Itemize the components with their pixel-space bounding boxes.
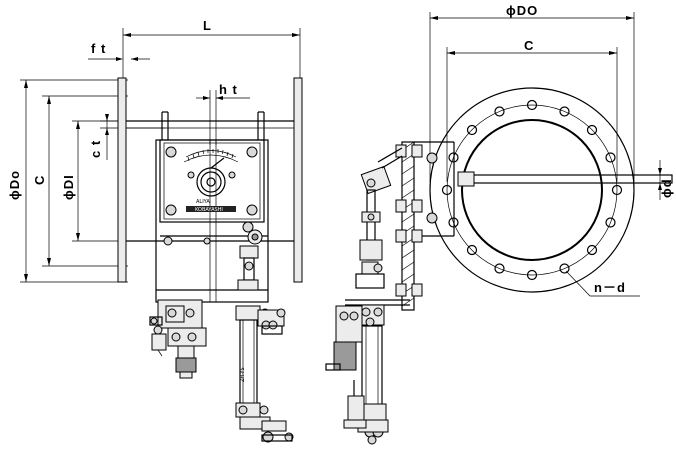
dimension-L: L [122,18,301,78]
bolt [246,146,258,158]
dim-ft-label: f t [91,41,106,56]
side-view: ϕDO C [325,3,674,445]
indicator-plate: ALIYA KOBAYASHI [159,139,265,223]
dim-ht-label: h t [219,82,238,97]
dimension-ft: f t [88,41,150,61]
solenoid-valve-front [149,299,207,379]
dim-phiDo-label: ϕDo [7,170,22,200]
dim-L-label: L [203,18,212,33]
mounting-plate [395,141,455,311]
flange-bolt-holes [441,99,623,281]
right-flange [293,77,303,283]
solenoid-valve-side [325,305,367,429]
bore [461,119,603,261]
bolt-circle [446,104,618,276]
left-flange [117,77,127,283]
cylinder-front: ZH-YS [235,245,294,443]
dimension-phiDO: ϕDO [429,3,635,182]
dim-phiDO-label: ϕDO [506,3,538,18]
bolt [163,236,173,246]
dim-nd-label: n－d [594,280,626,295]
dimension-C-side: C [446,38,618,182]
bolt [246,204,258,216]
dim-phiDI-label: ϕDI [61,174,76,200]
leader-nd: n－d [565,270,640,297]
bolt [228,171,236,179]
bolt [242,221,254,233]
dim-C-side-label: C [524,38,534,53]
bolt [203,237,211,245]
dim-phid-label: ϕd [659,178,674,198]
bolt [165,146,177,158]
bolt [165,204,177,216]
gauge-scale-ticks [187,149,234,162]
cylinder-barrel [239,319,258,409]
nameplate-line2: KOBAYASHI [195,207,223,213]
flange-outer [429,87,635,293]
shaft [457,171,673,187]
bolt [187,171,195,179]
cylinder-label: ZH-YS [240,367,246,382]
dimension-phiDo: ϕDo [7,79,128,283]
dimension-ht: h t [196,82,250,145]
cylinder-barrel-side [361,325,383,409]
nameplate-badge [186,206,236,212]
side-linkage [360,147,403,195]
dim-ct-label: c t [88,140,103,158]
dimension-phiDI: ϕDI [61,120,165,242]
nameplate-line1: ALIYA [196,199,210,205]
dim-C-front-label: C [32,175,47,185]
front-view: L f t h t c t [7,18,303,443]
shaft-hub-inner [200,171,222,193]
dimension-C-front: C [32,95,128,267]
dimension-phid: ϕd [658,160,674,200]
